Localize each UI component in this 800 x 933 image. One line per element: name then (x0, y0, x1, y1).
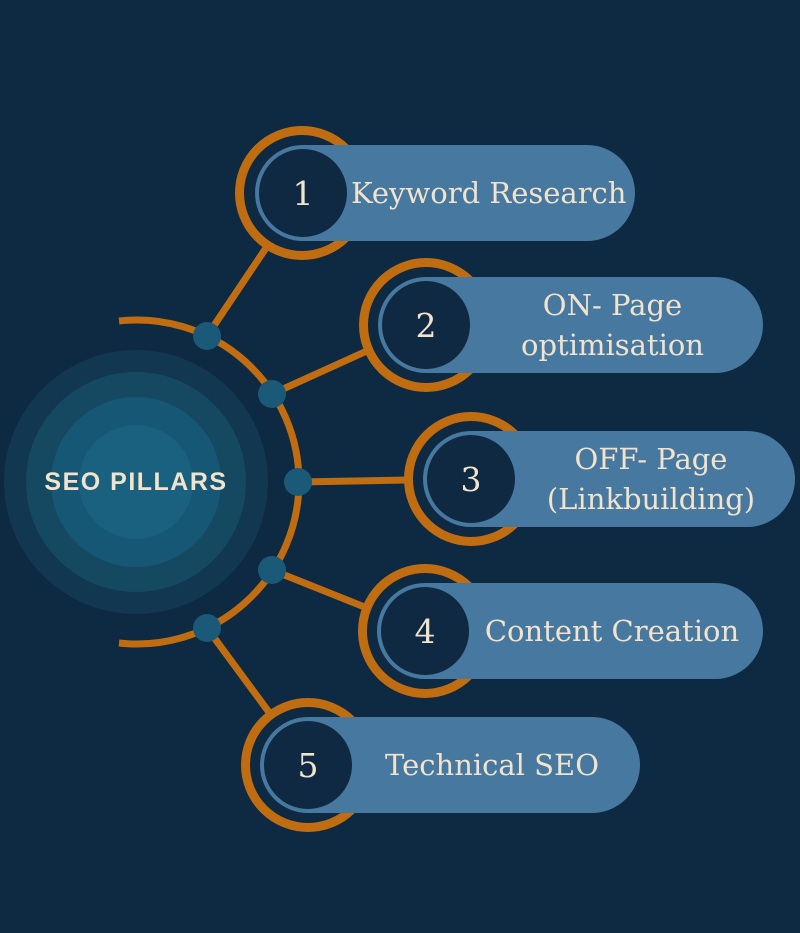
orbit-dot-5 (193, 614, 221, 642)
orbit-dot-4 (258, 556, 286, 584)
pillar-item-3: 3 OFF- Page (Linkbuilding) (423, 431, 795, 527)
pillar-label-1: Keyword Research (351, 145, 627, 241)
pillar-label-line: OFF- Page (574, 441, 728, 476)
pillar-label-line: ON- Page (542, 287, 683, 322)
pillar-label-line: Keyword Research (351, 175, 627, 210)
pillar-item-2: 2 ON- Page optimisation (378, 277, 763, 373)
pillar-number-3: 3 (460, 459, 482, 499)
pillar-label-3: OFF- Page (Linkbuilding) (519, 431, 783, 527)
orbit-dot-3 (284, 468, 312, 496)
connector-lines (203, 241, 413, 719)
pillar-item-5: 5 Technical SEO (260, 717, 640, 813)
pillar-number-circle-3: 3 (427, 435, 515, 523)
pillar-item-4: 4 Content Creation (377, 583, 763, 679)
connector-line-2 (268, 346, 373, 398)
connector-line-4 (268, 566, 371, 612)
pillar-number-1: 1 (292, 173, 314, 213)
hub-title: SEO PILLARS (44, 467, 228, 496)
pillar-label-line: Technical SEO (385, 747, 599, 782)
connector-line-1 (203, 241, 272, 340)
pillar-label-2: ON- Page optimisation (474, 277, 751, 373)
orbit-dot-1 (193, 322, 221, 350)
pillar-label-5: Technical SEO (356, 717, 628, 813)
pillar-number-circle-2: 2 (382, 281, 470, 369)
orbit-dots (193, 322, 312, 642)
orbit-dot-2 (258, 380, 286, 408)
pillar-label-line: optimisation (521, 328, 704, 362)
pillar-label-line: (Linkbuilding) (546, 482, 756, 516)
connector-line-3 (294, 476, 413, 486)
pillar-label-4: Content Creation (473, 583, 751, 679)
pillar-number-circle-1: 1 (259, 149, 347, 237)
pillar-number-5: 5 (297, 745, 319, 785)
pillar-number-circle-5: 5 (264, 721, 352, 809)
connector-line-5 (203, 624, 275, 719)
hub-circles (4, 350, 268, 614)
hub-circle-core (79, 425, 193, 539)
pillar-number-2: 2 (415, 305, 437, 345)
pillar-item-1: 1 Keyword Research (255, 145, 635, 241)
pillar-number-4: 4 (414, 611, 436, 651)
pillar-number-circle-4: 4 (381, 587, 469, 675)
hub: SEO PILLARS (4, 350, 268, 614)
pillar-label-line: Content Creation (484, 613, 740, 648)
